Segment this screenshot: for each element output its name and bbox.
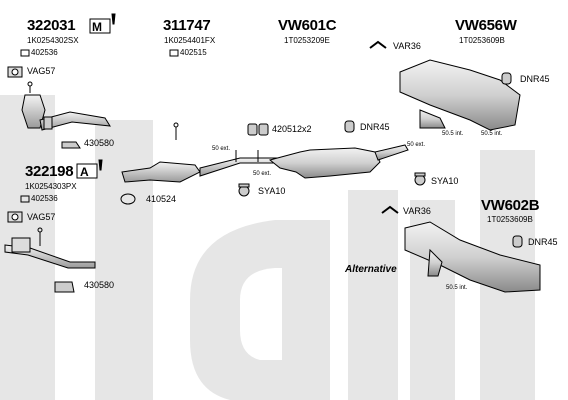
label-dnr45-c: DNR45 (528, 237, 558, 247)
part-number-311747: 311747 (163, 17, 211, 34)
svg-text:M: M (92, 20, 102, 34)
dnr45-mount-icon-c (512, 235, 523, 248)
ref-number-311747: 402515 (180, 48, 207, 57)
oe-number-322198: 1K0254303PX (25, 182, 77, 191)
oe-number-322031: 1K0254302SX (27, 36, 79, 45)
alternative-label: Alternative (345, 264, 397, 275)
part-number-vw602b: VW602B (481, 197, 540, 214)
clamp-pair-icon (247, 123, 269, 136)
label-420512x2: 420512x2 (272, 124, 312, 134)
pipe-size-4: 50 ext. (407, 142, 426, 148)
part-number-vw656w: VW656W (455, 17, 517, 34)
label-410524: 410524 (146, 194, 177, 204)
dnr45-mount-icon-b (344, 120, 355, 133)
label-dnr45-b: DNR45 (360, 122, 390, 132)
pipe-size-6: 50.5 int. (481, 131, 503, 137)
rear-silencer-upper (399, 59, 521, 131)
svg-text:A: A (80, 165, 89, 179)
ref-number-322031: 402536 (31, 48, 58, 57)
centre-silencer (268, 144, 409, 179)
label-var36-a: VAR36 (393, 41, 421, 51)
pipe-size-1: 50 ext. (212, 146, 231, 152)
label-430580-b: 430580 (84, 280, 115, 290)
pipe-size-5: 50.5 int. (446, 285, 468, 291)
flange-icon-upper (7, 66, 23, 78)
rear-silencer-alternative (404, 221, 541, 293)
label-sya10-a: SYA10 (258, 186, 286, 196)
engine-a-icon: A (76, 159, 103, 179)
sya10-clamp-icon-b (414, 172, 426, 186)
dnr45-mount-icon-a (501, 72, 512, 85)
var36-hanger-icon-a (369, 40, 387, 49)
clamp-icon-lower (54, 281, 75, 293)
oe-number-vw602b: 1T0253609B (487, 215, 533, 224)
part-number-322031: 322031 (27, 17, 76, 34)
ref-number-322198: 402536 (31, 194, 58, 203)
part-number-322198: 322198 (25, 163, 74, 180)
part-number-vw601c: VW601C (278, 17, 337, 34)
pipe-size-3: 50.5 int. (442, 131, 464, 137)
label-sya10-b: SYA10 (431, 176, 459, 186)
flange-icon-lower (7, 211, 23, 223)
label-var36-b: VAR36 (403, 206, 431, 216)
label-vag57-b: VAG57 (27, 212, 56, 222)
ref-box-icons (20, 49, 179, 203)
catalyst-middle-section (121, 122, 291, 183)
oe-number-vw656w: 1T0253609B (459, 36, 505, 45)
label-dnr45-a: DNR45 (520, 74, 550, 84)
oe-number-vw601c: 1T0253209E (284, 36, 330, 45)
sya10-clamp-icon-a (238, 183, 250, 197)
label-vag57-a: VAG57 (27, 66, 56, 76)
engine-m-icon: M (89, 13, 116, 34)
front-pipe-lower (4, 227, 96, 269)
clamp-icon-upper (61, 141, 81, 149)
front-pipe-catalyst-upper (21, 81, 111, 131)
oe-number-311747: 1K0254401FX (164, 36, 216, 45)
gasket-ring-icon (120, 193, 136, 205)
label-430580-a: 430580 (84, 138, 115, 148)
var36-hanger-icon-b (381, 205, 399, 214)
pipe-size-2: 50 ext. (253, 171, 272, 177)
